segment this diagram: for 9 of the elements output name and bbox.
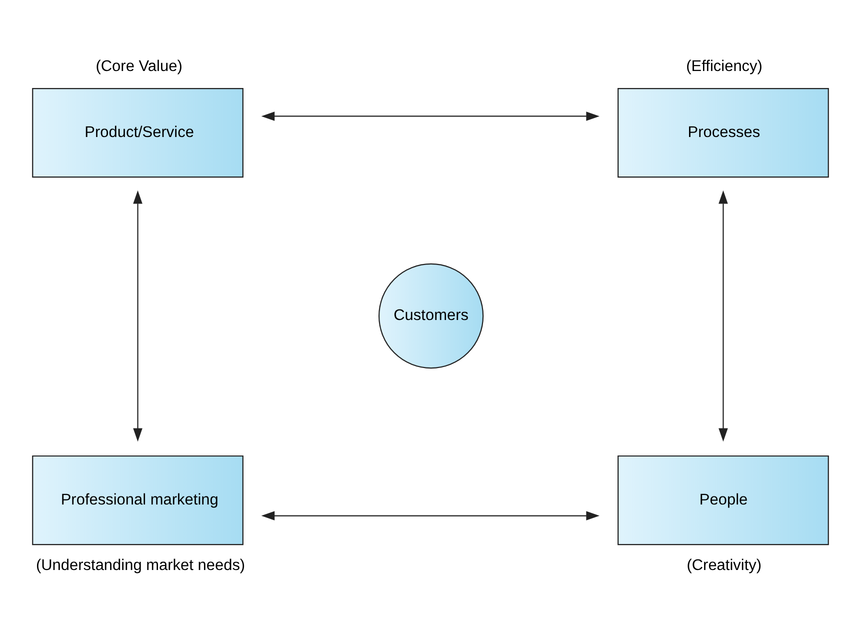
- node-circle: Customers: [378, 263, 484, 369]
- node-label: (Understanding market needs): [36, 557, 246, 574]
- node-label: (Creativity): [686, 557, 762, 574]
- node-label: (Core Value): [96, 58, 182, 76]
- arrow: [261, 112, 600, 121]
- arrow: [718, 190, 728, 442]
- arrow: [133, 190, 142, 442]
- arrow: [261, 511, 600, 520]
- node-label: (Efficiency): [686, 58, 762, 76]
